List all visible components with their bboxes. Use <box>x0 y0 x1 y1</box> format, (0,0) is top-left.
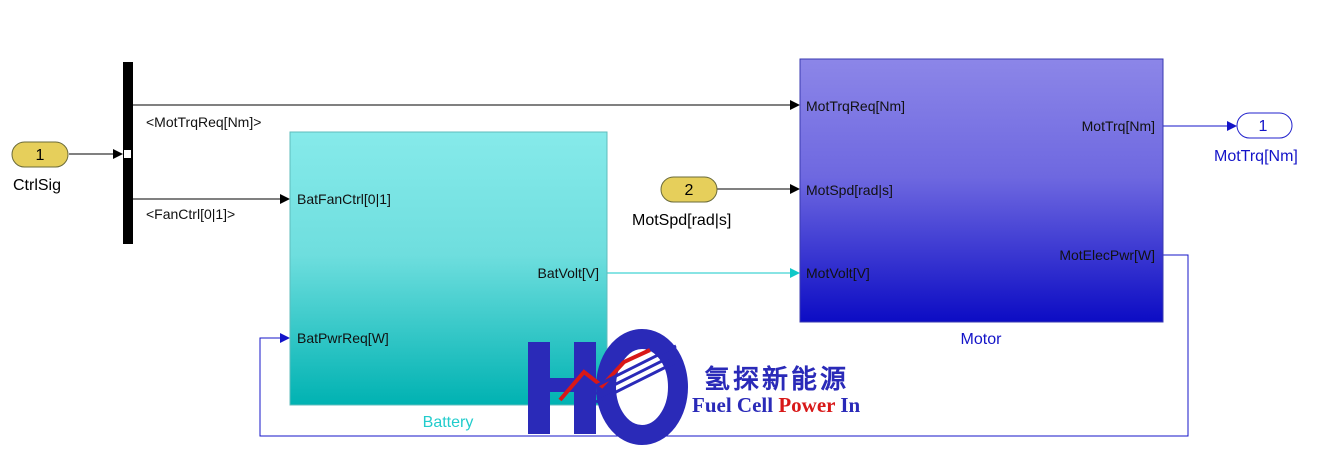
inport-ctrlsig-label: CtrlSig <box>13 177 61 194</box>
motor-input-mottrqreq: MotTrqReq[Nm] <box>806 98 905 114</box>
inport-motspd[interactable] <box>660 176 718 203</box>
bus-selector-port <box>124 150 131 158</box>
logo-stripe-1 <box>595 344 677 388</box>
battery-output-batvolt: BatVolt[V] <box>538 265 599 281</box>
motor-output-motelecpwr: MotElecPwr[W] <box>1059 247 1155 263</box>
motor-block-name: Motor <box>961 331 1003 348</box>
logo-h-left-stroke <box>528 342 550 434</box>
motelecpwr-feedback-line[interactable] <box>259 254 1189 437</box>
motor-input-motvolt: MotVolt[V] <box>806 265 870 281</box>
inport-ctrlsig-number: 1 <box>36 147 45 164</box>
logo-stripe-2 <box>595 352 677 396</box>
motor-output-mottrq: MotTrq[Nm] <box>1082 118 1155 134</box>
watermark-logo: 氢探新能源 Fuel Cell Power In <box>528 329 861 445</box>
inport-ctrlsig[interactable] <box>11 141 69 168</box>
motor-input-motspd: MotSpd[rad|s] <box>806 182 893 198</box>
inport-motspd-label: MotSpd[rad|s] <box>632 212 731 229</box>
battery-block[interactable] <box>289 131 608 406</box>
logo-o-ring <box>596 329 688 445</box>
logo-chinese-text: 氢探新能源 <box>704 364 849 395</box>
motor-block[interactable] <box>799 58 1164 323</box>
bus-signal-label-mottrqreq: <MotTrqReq[Nm]> <box>146 114 261 130</box>
logo-english-prefix: Fuel Cell <box>692 393 778 417</box>
logo-english-highlight: Power <box>778 393 835 417</box>
battery-input-batfanctrl: BatFanCtrl[0|1] <box>297 191 391 207</box>
outport-mottrq-label: MotTrq[Nm] <box>1214 148 1298 165</box>
battery-block-name: Battery <box>423 414 474 431</box>
outport-mottrq-number: 1 <box>1259 118 1268 135</box>
logo-red-zigzag <box>558 348 651 402</box>
bus-signal-label-fanctrl: <FanCtrl[0|1]> <box>146 206 235 222</box>
outport-mottrq[interactable] <box>1236 112 1293 139</box>
inport-motspd-number: 2 <box>685 182 694 199</box>
logo-english-text: Fuel Cell Power In <box>692 393 861 417</box>
battery-input-batpwrreq: BatPwrReq[W] <box>297 330 389 346</box>
logo-h-right-stroke <box>574 342 596 434</box>
logo-stripe-3 <box>595 360 677 404</box>
logo-english-suffix: In <box>835 393 860 417</box>
